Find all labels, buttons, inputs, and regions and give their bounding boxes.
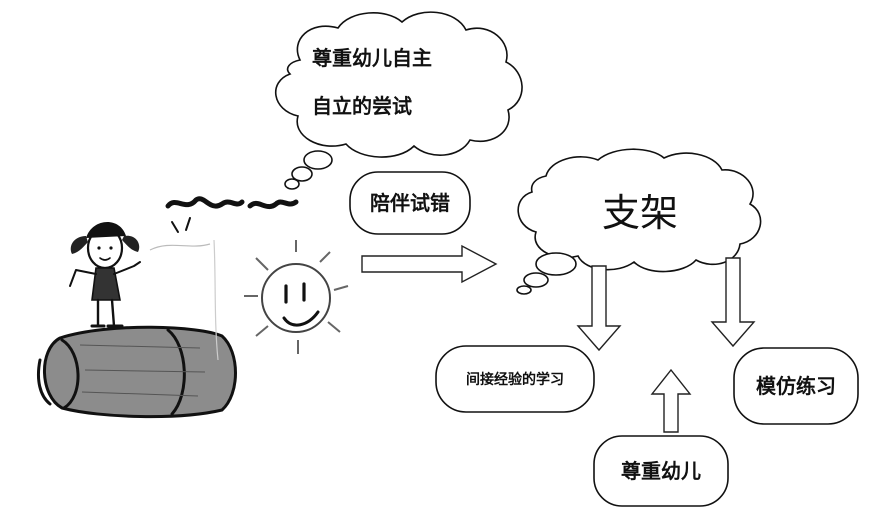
respect-label: 尊重幼儿 (621, 459, 701, 483)
indirect-learning-box: 间接经验的学习 (435, 345, 595, 413)
thought-line-2: 自立的尝试 (312, 94, 412, 118)
scribble-drawing (165, 196, 299, 233)
scaffold-cloud: 支架 (516, 148, 762, 295)
scaffold-label: 支架 (602, 191, 678, 235)
trial-error-box: 陪伴试错 (349, 171, 471, 235)
girl-drawing (69, 221, 141, 328)
imitation-label: 模仿练习 (756, 374, 836, 398)
respect-box: 尊重幼儿 (593, 435, 729, 507)
down-arrow-right (710, 257, 756, 348)
log-drawing (36, 325, 237, 419)
imitation-box: 模仿练习 (733, 347, 859, 425)
down-arrow-left (576, 265, 622, 352)
right-arrow (361, 244, 498, 284)
trial-error-label: 陪伴试错 (370, 191, 450, 215)
indirect-learning-label: 间接经验的学习 (466, 371, 564, 388)
thought-bubble: 尊重幼儿自主 自立的尝试 (274, 11, 523, 190)
up-arrow (650, 368, 692, 433)
sun-drawing (244, 240, 349, 354)
thought-line-1: 尊重幼儿自主 (312, 46, 432, 70)
child-drawing-image (36, 196, 349, 419)
